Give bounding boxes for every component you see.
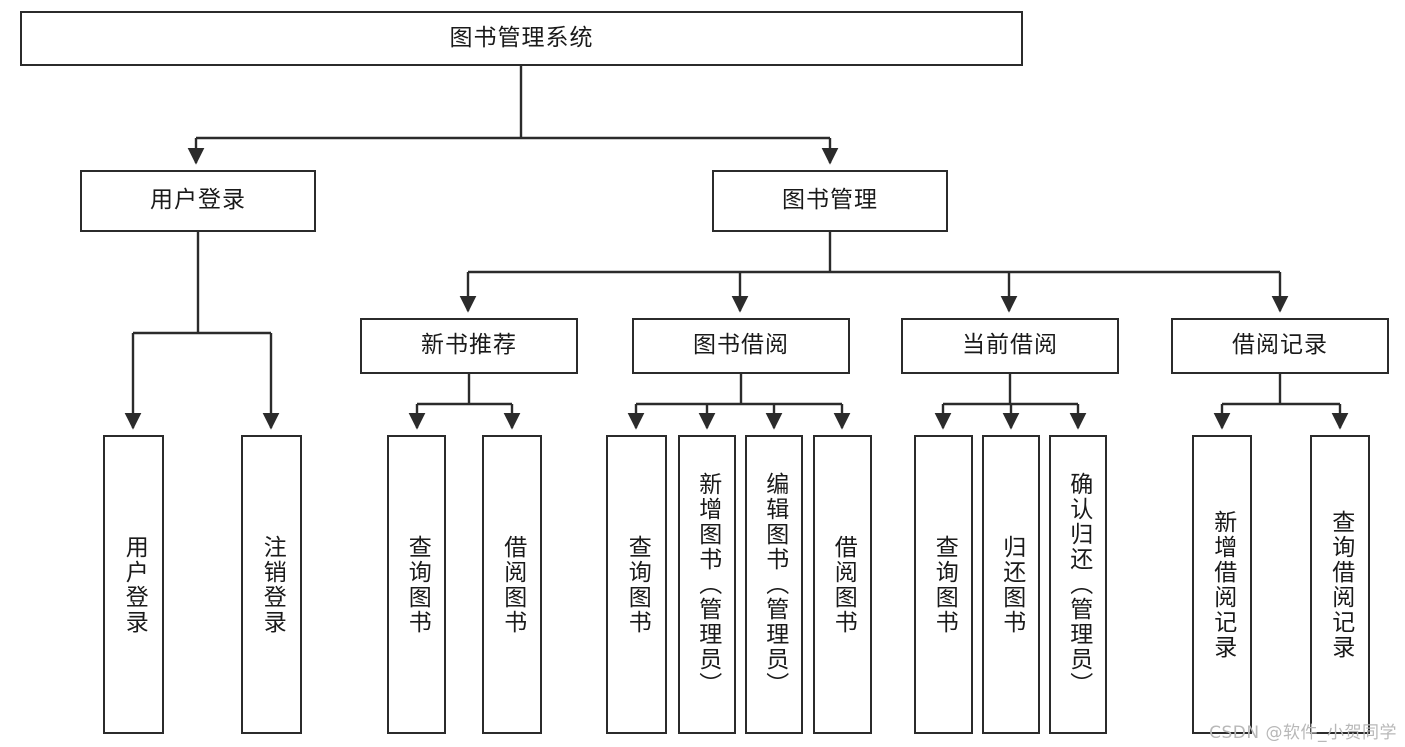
node-borrow-record[interactable]: 借阅记录 (1171, 318, 1389, 374)
node-leaf-query-record-label: 查询借阅记录 (1327, 509, 1354, 660)
node-book-borrow[interactable]: 图书借阅 (632, 318, 850, 374)
node-leaf-edit-book-label: 编辑图书（管理员） (761, 472, 788, 697)
node-leaf-query-book-1-label: 查询图书 (404, 534, 431, 635)
node-current-borrow[interactable]: 当前借阅 (901, 318, 1119, 374)
node-leaf-borrow-book-1-label: 借阅图书 (499, 534, 526, 635)
node-user-login[interactable]: 用户登录 (80, 170, 316, 232)
node-leaf-query-record[interactable]: 查询借阅记录 (1310, 435, 1370, 734)
node-leaf-query-book-2[interactable]: 查询图书 (606, 435, 667, 734)
node-root-label: 图书管理系统 (449, 24, 594, 51)
node-book-borrow-label: 图书借阅 (693, 332, 789, 359)
node-leaf-confirm-return-label: 确认归还（管理员） (1065, 472, 1092, 697)
edge-currentborrow-to-leaves (934, 374, 1087, 430)
node-leaf-borrow-book-1[interactable]: 借阅图书 (482, 435, 542, 734)
node-leaf-add-book-label: 新增图书（管理员） (694, 472, 721, 697)
edge-bookmanage-to-level2 (459, 232, 1289, 313)
edge-userlogin-to-leaves (124, 232, 280, 430)
node-leaf-query-book-1[interactable]: 查询图书 (387, 435, 446, 734)
edge-newbook-to-leaves (408, 374, 521, 430)
node-leaf-query-book-2-label: 查询图书 (624, 534, 651, 635)
node-leaf-query-book-3-label: 查询图书 (931, 534, 958, 635)
node-leaf-borrow-book-2-label: 借阅图书 (830, 534, 857, 635)
node-leaf-return-book[interactable]: 归还图书 (982, 435, 1040, 734)
node-user-login-label: 用户登录 (150, 187, 246, 214)
node-root[interactable]: 图书管理系统 (20, 11, 1023, 66)
edge-bookborrow-to-leaves (627, 374, 851, 430)
node-leaf-add-record-label: 新增借阅记录 (1209, 509, 1236, 660)
node-leaf-edit-book[interactable]: 编辑图书（管理员） (745, 435, 803, 734)
node-book-manage-label: 图书管理 (782, 187, 878, 214)
node-new-book-rec-label: 新书推荐 (421, 332, 517, 359)
node-leaf-add-book[interactable]: 新增图书（管理员） (678, 435, 736, 734)
node-leaf-confirm-return[interactable]: 确认归还（管理员） (1049, 435, 1107, 734)
node-leaf-user-login[interactable]: 用户登录 (103, 435, 164, 734)
node-new-book-rec[interactable]: 新书推荐 (360, 318, 578, 374)
node-leaf-user-login-label: 用户登录 (121, 534, 148, 635)
node-book-manage[interactable]: 图书管理 (712, 170, 948, 232)
node-current-borrow-label: 当前借阅 (962, 332, 1058, 359)
watermark: CSDN @软件_小贺同学 (1209, 723, 1397, 743)
node-leaf-user-logout-label: 注销登录 (259, 534, 286, 635)
node-leaf-query-book-3[interactable]: 查询图书 (914, 435, 973, 734)
node-leaf-borrow-book-2[interactable]: 借阅图书 (813, 435, 872, 734)
edge-root-to-level1 (187, 66, 839, 165)
node-leaf-add-record[interactable]: 新增借阅记录 (1192, 435, 1252, 734)
node-leaf-return-book-label: 归还图书 (998, 534, 1025, 635)
edge-borrowrecord-to-leaves (1213, 374, 1349, 430)
node-borrow-record-label: 借阅记录 (1232, 332, 1328, 359)
node-leaf-user-logout[interactable]: 注销登录 (241, 435, 302, 734)
